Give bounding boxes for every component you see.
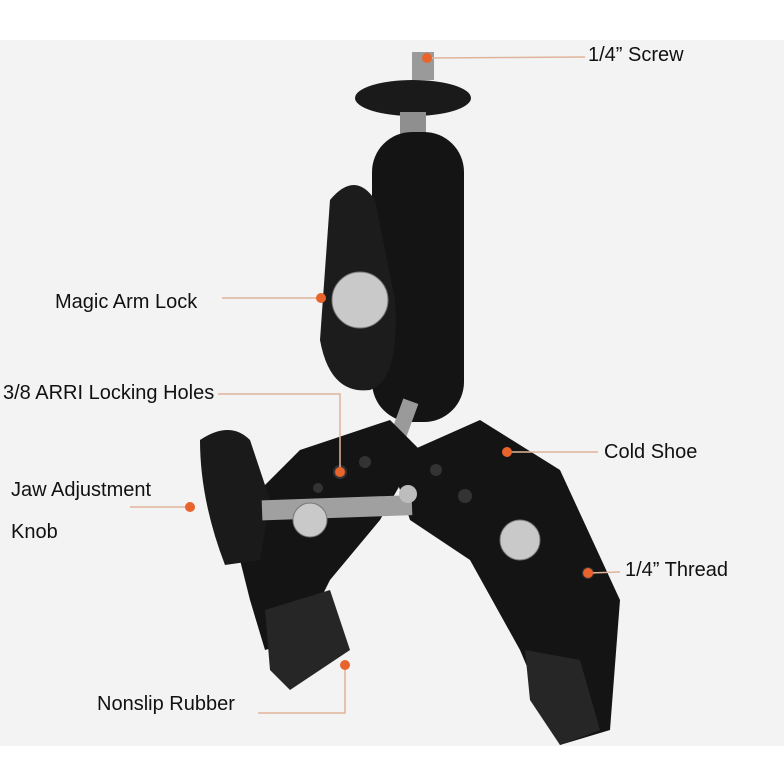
- label-arri-holes: 3/8 ARRI Locking Holes: [3, 382, 215, 404]
- label-jaw-adjustment: Jaw Adjustment: [11, 479, 152, 501]
- screw-dot: [422, 53, 432, 63]
- label-cold-shoe: Cold Shoe: [604, 441, 698, 463]
- arm-lock-dot: [316, 293, 326, 303]
- label-nonslip-rubber: Nonslip Rubber: [97, 693, 235, 715]
- left-rubber-pad: [265, 590, 350, 690]
- label-jaw-knob: Knob: [11, 521, 58, 543]
- magic-arm: [372, 132, 464, 422]
- label-screw: 1/4” Screw: [588, 44, 684, 66]
- arri-dot: [335, 467, 345, 477]
- callout-dots: [185, 53, 593, 670]
- screw-leader-line: [426, 56, 586, 59]
- cold-shoe-dot: [502, 447, 512, 457]
- thread-leader-line: [587, 571, 621, 574]
- label-thread: 1/4” Thread: [625, 559, 729, 581]
- nonslip-dot: [340, 660, 350, 670]
- left-jaw: [230, 420, 420, 650]
- right-rubber-pad: [525, 650, 600, 745]
- arm-lock-knob: [331, 271, 389, 329]
- top-knob: [355, 80, 471, 116]
- jaw-dot: [185, 502, 195, 512]
- thread-dot: [583, 568, 593, 578]
- product-clamp: [200, 52, 620, 745]
- nonslip-leader-line: [258, 665, 346, 714]
- jaw-adjustment-knob: [200, 430, 270, 565]
- arri-leader-line: [218, 393, 341, 472]
- label-magic-arm-lock: Magic Arm Lock: [55, 291, 198, 313]
- leader-lines: [130, 56, 621, 714]
